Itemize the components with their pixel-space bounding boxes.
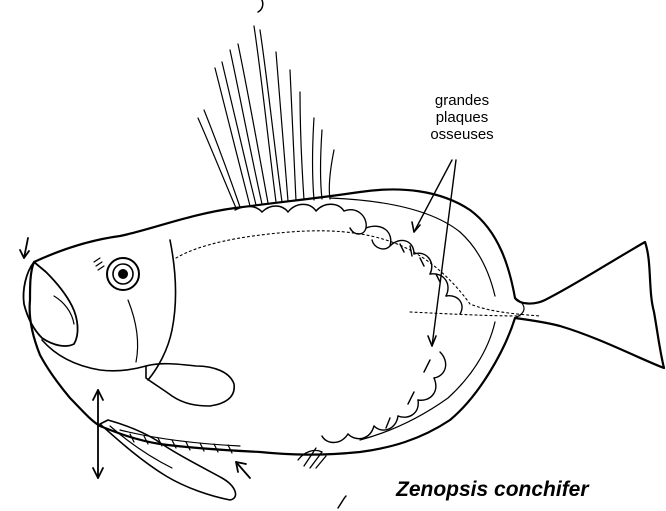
ventral-plates [322,352,446,443]
body-outline [30,189,664,454]
operculum-line [128,300,138,362]
mouth-line [54,296,74,324]
label-line-1: grandes [408,92,516,109]
gill-cover [148,240,176,380]
fin-fragment-bottom [338,496,346,508]
pelvic-fin [100,420,236,500]
label-line-3: osseuses [408,126,516,143]
anal-spines [298,448,326,468]
fin-fragment [258,0,263,12]
dorsal-fin-rays [198,26,334,208]
pointer-ventral-plates [432,160,456,346]
lateral-line [176,231,540,316]
dorsal-plates [235,204,462,314]
pointer-dorsal-plates [414,160,452,232]
label-line-2: plaques [408,109,516,126]
anal-inner-edge [360,322,495,440]
species-name: Zenopsis conchifer [396,478,589,502]
eye [94,258,139,290]
arrow-icons [20,238,250,478]
pectoral-fin [146,364,234,406]
bony-plates-label: grandes plaques osseuses [408,92,516,143]
